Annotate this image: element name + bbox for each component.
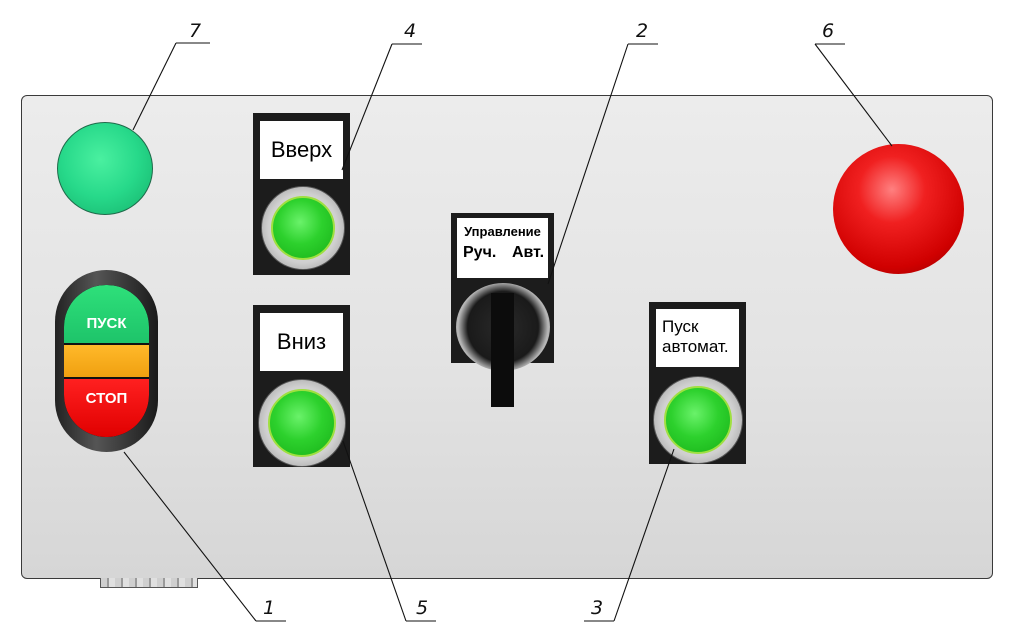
auto-start-label-line2: автомат. <box>662 337 729 356</box>
leader-1 <box>123 451 257 622</box>
selector-auto-label: Авт. <box>512 244 545 261</box>
red-signal-light <box>833 144 964 274</box>
green-pilot-light <box>57 122 153 215</box>
leader-2 <box>547 43 629 285</box>
selector-label-plate: Управление Руч. Авт. <box>457 218 548 278</box>
down-button-bezel <box>258 379 346 467</box>
callout-3: 3 <box>591 597 604 619</box>
callout-1: 1 <box>263 597 276 619</box>
amber-indicator <box>64 345 149 377</box>
panel-mount-foot <box>100 578 198 588</box>
callout-4: 4 <box>404 20 417 42</box>
callout-5: 5 <box>416 597 429 619</box>
up-button-module: Вверх <box>253 113 350 275</box>
dual-button-body: ПУСК СТОП <box>64 285 149 437</box>
leader-5 <box>342 440 407 622</box>
auto-start-button-module: Пуск автомат. <box>649 302 746 464</box>
leader-3 <box>613 448 675 622</box>
start-button[interactable]: ПУСК <box>64 285 149 343</box>
mode-selector-handle[interactable] <box>491 293 514 407</box>
up-button[interactable] <box>271 196 335 260</box>
selector-title: Управление <box>464 224 541 239</box>
callout-2: 2 <box>636 20 649 42</box>
down-button-module: Вниз <box>253 305 350 467</box>
down-button[interactable] <box>268 389 336 457</box>
down-label-plate: Вниз <box>260 313 343 371</box>
start-stop-dual-button: ПУСК СТОП <box>55 270 158 452</box>
callout-6: 6 <box>822 20 835 42</box>
up-label-plate: Вверх <box>260 121 343 179</box>
auto-start-label-line1: Пуск <box>662 317 699 336</box>
leader-4 <box>341 43 393 171</box>
auto-start-button[interactable] <box>664 386 732 454</box>
auto-start-label-plate: Пуск автомат. <box>656 309 739 367</box>
callout-7: 7 <box>189 20 202 42</box>
up-button-bezel <box>261 186 345 270</box>
leader-7 <box>132 42 177 131</box>
leader-6 <box>814 43 893 147</box>
selector-manual-label: Руч. <box>463 244 497 261</box>
auto-start-button-bezel <box>653 376 743 464</box>
